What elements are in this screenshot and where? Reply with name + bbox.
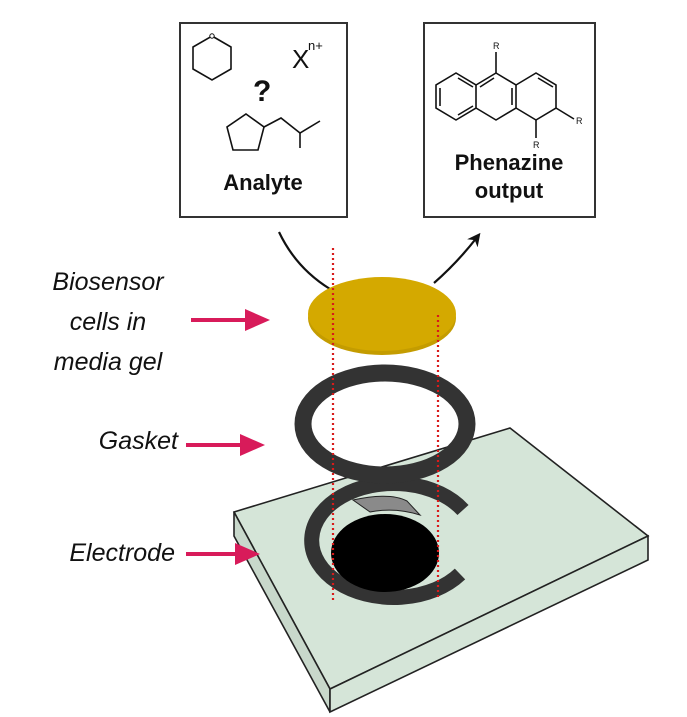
label-biosensor-line3: media gel (54, 348, 164, 376)
pointer-arrow-biosensor-icon (191, 309, 270, 331)
pointer-arrow-gasket-icon (186, 434, 265, 456)
oxane-ring-icon (192, 35, 232, 81)
biosensor-gel-disc (308, 277, 456, 355)
electrode-counter-ring (304, 475, 469, 605)
substituent-r-right: R (576, 116, 583, 126)
ion-charge: n+ (308, 38, 323, 53)
output-flow-arrow (433, 232, 481, 284)
oxygen-atom-marker (209, 33, 215, 39)
analyte-title: Analyte (223, 170, 302, 195)
analyte-box: X n+ ? Analyte (179, 22, 348, 218)
label-biosensor: Biosensor cells in media gel (52, 268, 165, 376)
slide-front-face (329, 534, 649, 714)
gel-disc-top (308, 277, 456, 351)
analyte-box-frame (179, 22, 348, 218)
label-biosensor-line2: cells in (70, 308, 146, 336)
label-gasket: Gasket (99, 427, 179, 455)
cyclopentane-molecule-icon (226, 113, 321, 151)
phenazine-molecule-icon (435, 52, 575, 138)
gasket-ring (294, 364, 476, 484)
phenazine-title-line1: Phenazine (455, 150, 564, 175)
electrode-working-center (331, 514, 439, 592)
phenazine-output-box: R R R Phenazine output (423, 22, 596, 218)
electrode-slide (232, 427, 650, 714)
label-biosensor-line1: Biosensor (52, 268, 165, 296)
unknown-question-mark: ? (253, 75, 271, 108)
substituent-r-top: R (493, 41, 500, 51)
label-electrode: Electrode (69, 539, 175, 567)
electrode-reference-segment (351, 495, 422, 517)
ion-symbol: X (292, 44, 309, 74)
phenazine-box-frame (423, 22, 596, 218)
substituent-r-bottom: R (533, 140, 540, 150)
phenazine-title-line2: output (475, 178, 544, 203)
analyte-flow-curve (278, 231, 331, 290)
pointer-arrow-electrode-icon (186, 543, 260, 565)
